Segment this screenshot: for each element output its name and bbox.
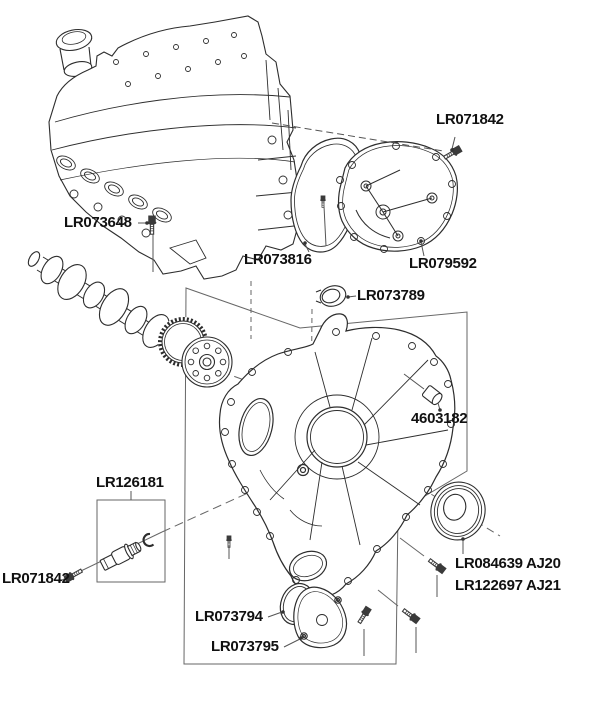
part-label-crank-seal-aj21: LR122697 AJ21 bbox=[455, 577, 561, 594]
part-label-o-ring: LR073794 bbox=[195, 608, 263, 625]
part-label-bolt-bottom-left: LR071842 bbox=[2, 570, 70, 587]
part-label-lower-cover: LR073795 bbox=[211, 638, 279, 655]
leader-lines bbox=[130, 122, 464, 656]
upper-cover-drawing bbox=[336, 141, 458, 253]
part-label-crank-seal-aj20: LR084639 AJ20 bbox=[455, 555, 561, 572]
leader-arrow-dots bbox=[145, 148, 465, 640]
engine-block-drawing bbox=[48, 15, 299, 280]
crank-sensor-drawing bbox=[99, 532, 155, 571]
part-label-small-seal: LR073789 bbox=[357, 287, 425, 304]
part-label-upper-gasket: LR073816 bbox=[244, 251, 312, 268]
crankshaft-drawing bbox=[27, 251, 233, 388]
small-seal-drawing bbox=[315, 285, 347, 307]
part-label-bolt-top: LR071842 bbox=[436, 111, 504, 128]
crank-seal-drawing bbox=[430, 481, 486, 541]
part-label-crank-sensor: LR126181 bbox=[96, 474, 164, 491]
dowel-drawing bbox=[421, 385, 443, 406]
part-label-head-bolt: LR073648 bbox=[64, 214, 132, 231]
main-cover-drawing bbox=[218, 313, 456, 598]
part-label-dowel: 4603182 bbox=[411, 410, 468, 427]
lower-cover-drawing bbox=[293, 586, 348, 649]
part-label-upper-cover: LR079592 bbox=[409, 255, 477, 272]
